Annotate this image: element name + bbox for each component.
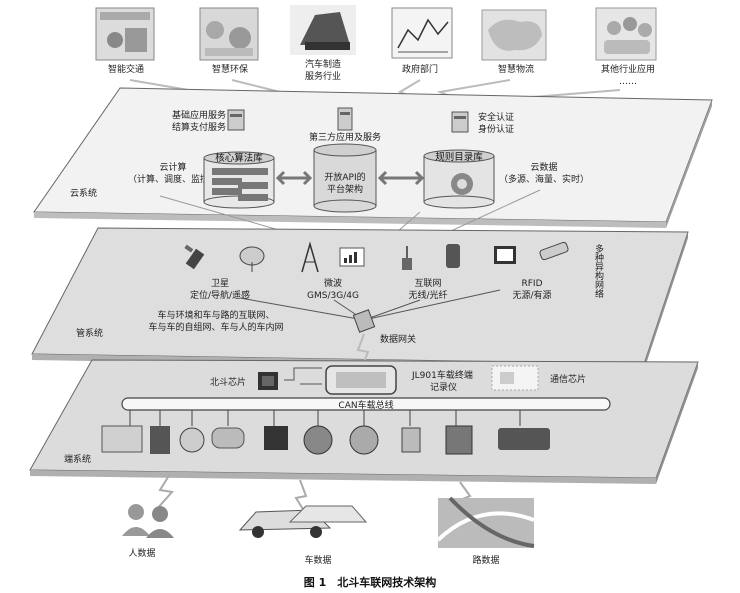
satellite-dish-icon bbox=[239, 246, 265, 272]
core-algorithm-database bbox=[203, 151, 275, 209]
cloud-data-desc: （多源、海量、实时） bbox=[499, 173, 589, 185]
top-app-images bbox=[95, 5, 657, 61]
can-bus-drops bbox=[129, 410, 521, 426]
people-data-label: 人数据 bbox=[128, 547, 155, 559]
smart-environment-image bbox=[199, 7, 259, 61]
satellite-icon bbox=[184, 244, 205, 270]
signal-icon bbox=[339, 247, 365, 267]
comm-chip-icon bbox=[491, 365, 539, 391]
comm-chip-label: 通信芯片 bbox=[550, 373, 586, 385]
heterogeneous-network-label: 多种异构网络 bbox=[593, 243, 604, 299]
sensor-device-9 bbox=[445, 425, 473, 455]
open-api-label: 开放API的 bbox=[324, 171, 365, 183]
recorder-label: 记录仪 bbox=[430, 382, 457, 393]
server-icon-left bbox=[227, 109, 245, 131]
figure-caption: 图 1 北斗车联网技术架构 bbox=[304, 575, 436, 589]
rfid-tag-icon bbox=[539, 241, 569, 261]
vehicle-terminal-icon bbox=[325, 365, 397, 395]
cloud-computing-label: 云计算 bbox=[159, 161, 186, 173]
road-data-icon bbox=[436, 496, 535, 548]
can-bus bbox=[121, 397, 611, 411]
app-label-smart-traffic: 智能交通 bbox=[108, 63, 144, 75]
identity-auth: 身份认证 bbox=[478, 123, 514, 135]
app-label-smart-environment: 智慧环保 bbox=[212, 63, 248, 75]
end-layer-label: 端系统 bbox=[64, 453, 91, 465]
fiber-icon bbox=[446, 244, 460, 268]
app-label-smart-logistics: 智慧物流 bbox=[498, 63, 534, 75]
smart-traffic-image bbox=[95, 7, 155, 61]
sensor-device-3 bbox=[179, 427, 205, 453]
internet-desc: 无线/光纤 bbox=[408, 289, 447, 301]
app-label-other-industries: 其他行业应用 bbox=[601, 63, 655, 75]
platform-architecture-label: 平台架构 bbox=[327, 183, 363, 195]
cloud-data-label: 云数据 bbox=[530, 161, 557, 173]
data-gateway-icon bbox=[352, 309, 376, 333]
chip-connector-lines bbox=[284, 367, 322, 385]
internet-label: 互联网 bbox=[414, 278, 441, 289]
network-desc-2: 车与车的自组网、车与人的车内网 bbox=[148, 321, 283, 333]
rfid-reader-icon bbox=[494, 246, 516, 264]
app-label-service-industry: 服务行业 bbox=[305, 70, 341, 82]
data-gateway-label: 数据网关 bbox=[380, 333, 416, 345]
road-data-label: 路数据 bbox=[472, 554, 499, 566]
auto-manufacturing-image bbox=[290, 5, 356, 55]
rule-directory-database bbox=[423, 149, 495, 209]
beidou-chip-icon bbox=[258, 372, 278, 390]
government-image bbox=[391, 7, 453, 59]
server-icon-center bbox=[337, 107, 353, 131]
sensor-device-8 bbox=[401, 427, 421, 453]
app-label-auto-manufacturing: 汽车制造 bbox=[305, 58, 341, 70]
microwave-label: 微波 bbox=[324, 277, 342, 289]
terminal-label: JL901车载终端 bbox=[411, 369, 473, 381]
sensor-device-2 bbox=[150, 426, 170, 454]
router-icon bbox=[402, 246, 412, 270]
app-label-ellipsis: …… bbox=[619, 77, 637, 87]
basic-app-service: 基础应用服务 bbox=[172, 109, 226, 121]
rule-directory-label: 规则目录库 bbox=[435, 151, 483, 163]
can-bus-label: CAN车载总线 bbox=[338, 399, 393, 411]
people-data-icon bbox=[122, 504, 174, 538]
sensor-device-6 bbox=[303, 425, 333, 455]
smart-logistics-image bbox=[481, 9, 547, 61]
server-icon-right bbox=[451, 111, 469, 133]
core-algorithm-label: 核心算法库 bbox=[215, 152, 263, 164]
app-label-government: 政府部门 bbox=[402, 63, 438, 75]
satellite-label: 卫星 bbox=[211, 278, 229, 289]
tower-icon bbox=[301, 241, 319, 273]
vehicle-data-icon bbox=[238, 505, 368, 538]
sensor-devices bbox=[101, 425, 550, 455]
rfid-desc: 无源/有源 bbox=[512, 289, 551, 301]
sensor-device-1 bbox=[101, 425, 143, 453]
cloud-layer-label: 云系统 bbox=[70, 187, 97, 199]
security-auth: 安全认证 bbox=[478, 111, 514, 123]
open-api-platform bbox=[313, 143, 377, 213]
sensor-device-5 bbox=[264, 426, 288, 450]
pipe-layer-label: 管系统 bbox=[76, 327, 103, 339]
microwave-desc: GMS/3G/4G bbox=[307, 291, 359, 301]
sensor-device-4 bbox=[211, 427, 245, 449]
sensor-device-10 bbox=[498, 428, 550, 450]
network-desc-1: 车与环境和车与路的互联网、 bbox=[157, 309, 274, 321]
beidou-chip-label: 北斗芯片 bbox=[210, 376, 246, 388]
bidirectional-arrows bbox=[275, 170, 425, 186]
rfid-label: RFID bbox=[521, 279, 542, 289]
other-industries-image bbox=[595, 7, 657, 61]
third-party-services: 第三方应用及服务 bbox=[309, 131, 381, 143]
cloud-computing-desc: （计算、调度、监控） bbox=[128, 173, 218, 185]
sensor-device-7 bbox=[349, 425, 379, 455]
vehicle-data-label: 车数据 bbox=[304, 554, 331, 566]
settlement-payment-service: 结算支付服务 bbox=[172, 121, 226, 133]
satellite-desc: 定位/导航/遥感 bbox=[190, 289, 250, 301]
